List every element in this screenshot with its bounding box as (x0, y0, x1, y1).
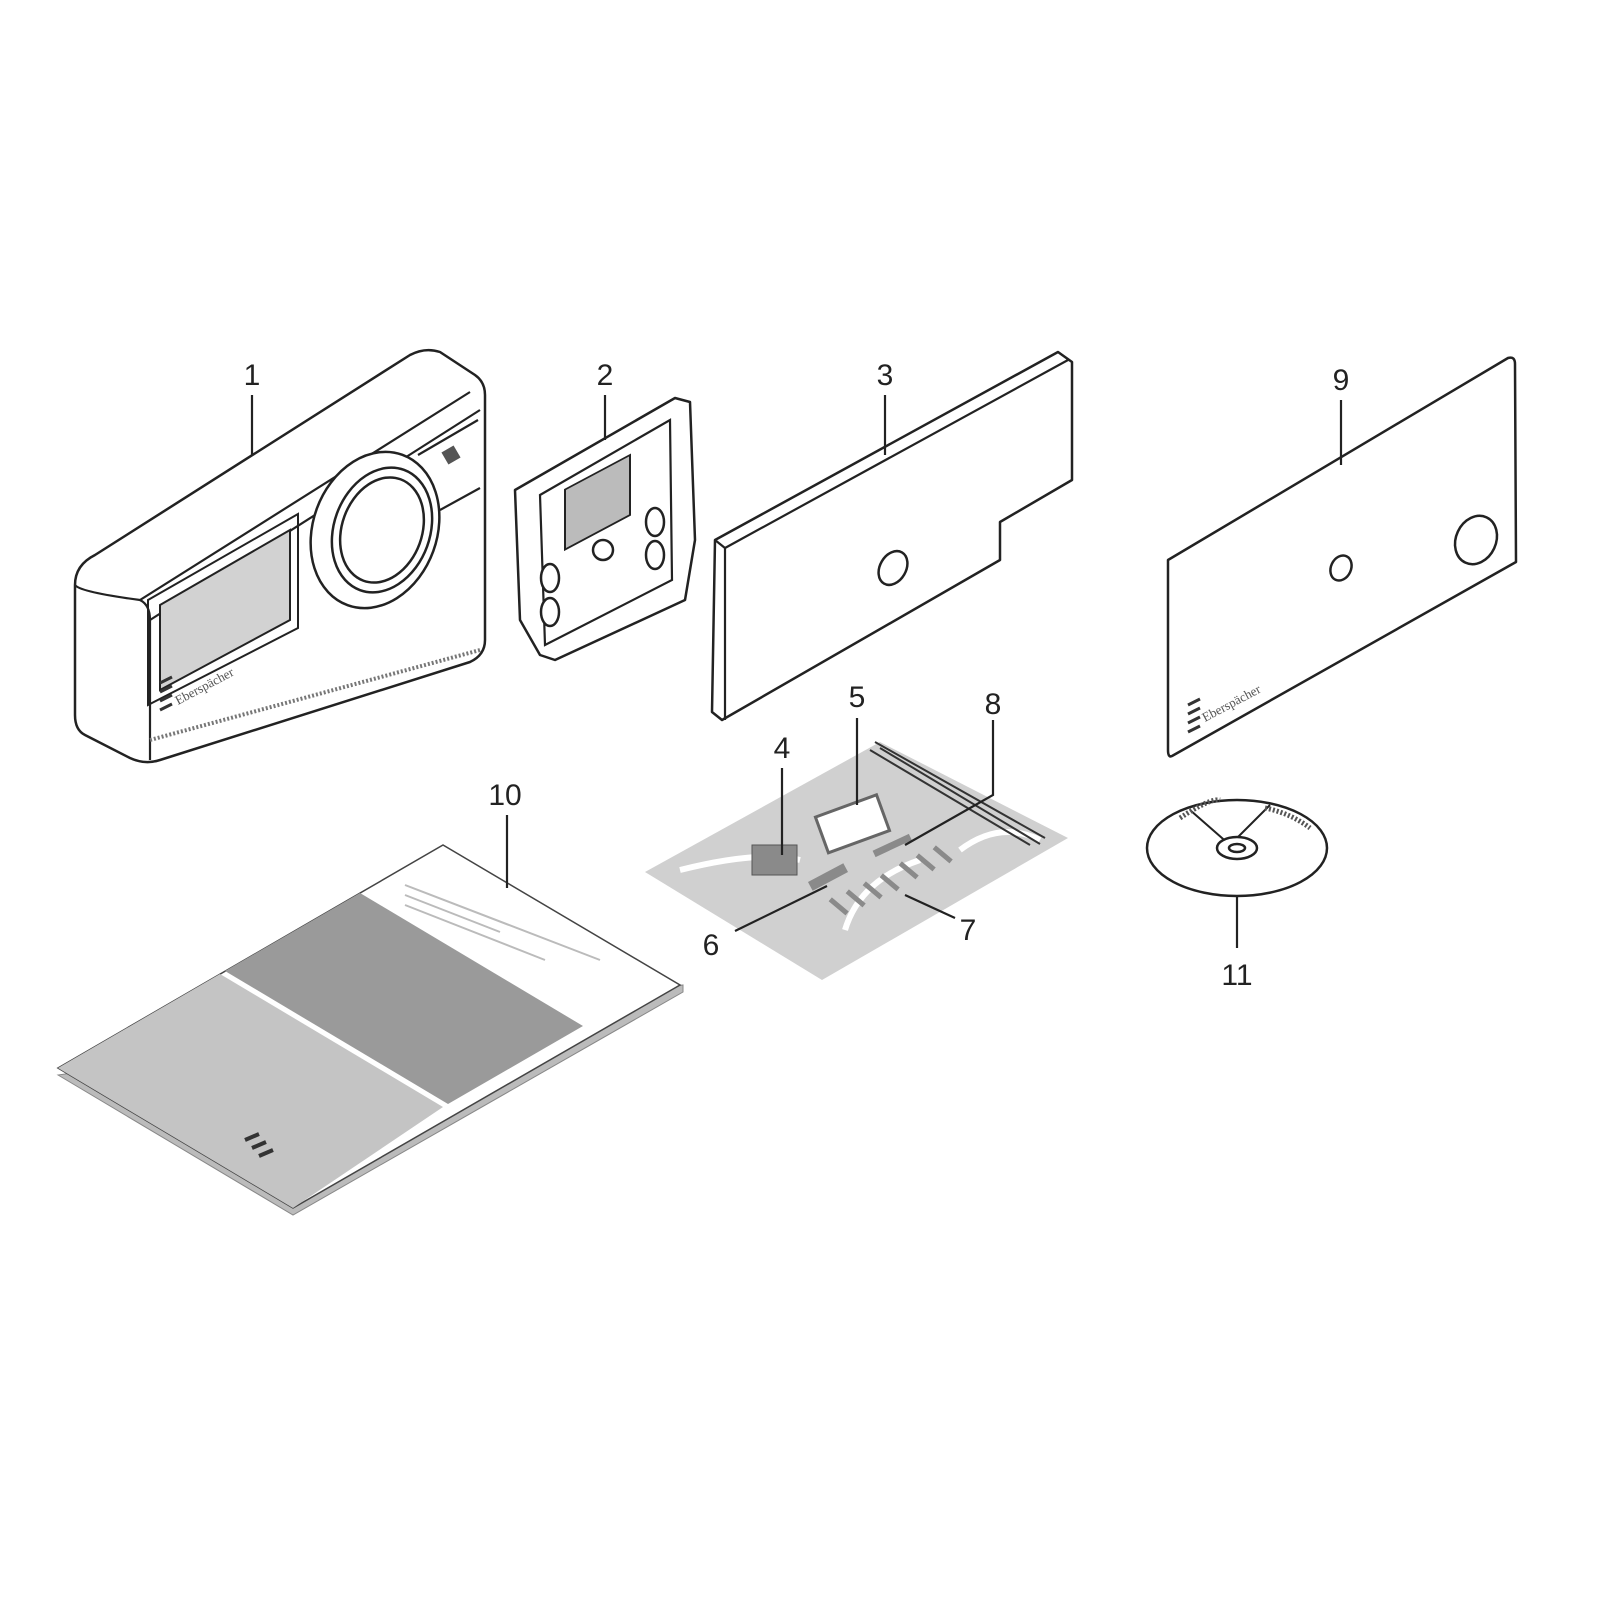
leader-line-6 (734, 885, 828, 932)
part-8-strip (872, 833, 912, 858)
brand-logo-icon (244, 1132, 274, 1158)
part-9-cover-card: Eberspächer 9 (1166, 356, 1518, 758)
callout-7: 7 (960, 914, 977, 947)
part-3-gasket-plate: 3 (710, 350, 1074, 722)
leader-line-7 (904, 894, 956, 919)
part-4-connector (751, 844, 798, 876)
part-10-manual-booklet: 10 (56, 779, 684, 1216)
callout-11: 11 (1221, 959, 1252, 992)
part-2-mounting-bracket: 2 (513, 359, 697, 662)
callout-2: 2 (597, 359, 614, 392)
callout-3: 3 (877, 359, 894, 392)
callout-4: 4 (774, 732, 791, 765)
callout-6: 6 (703, 929, 720, 962)
callout-8: 8 (985, 688, 1002, 721)
part-7-pins (828, 845, 953, 916)
callout-9: 9 (1333, 364, 1350, 397)
callout-1: 1 (244, 359, 261, 392)
part-1-control-unit: Eberspächer 1 (73, 348, 487, 764)
leader-line-8 (904, 720, 995, 846)
part-11-cd: 11 (1145, 797, 1329, 992)
button-icon (441, 445, 461, 465)
callout-5: 5 (849, 681, 866, 714)
parts-bag: 4 5 8 6 7 (645, 681, 1068, 980)
part-5-housing (813, 792, 892, 855)
callout-10: 10 (488, 779, 521, 812)
part-6-seal (807, 863, 849, 891)
